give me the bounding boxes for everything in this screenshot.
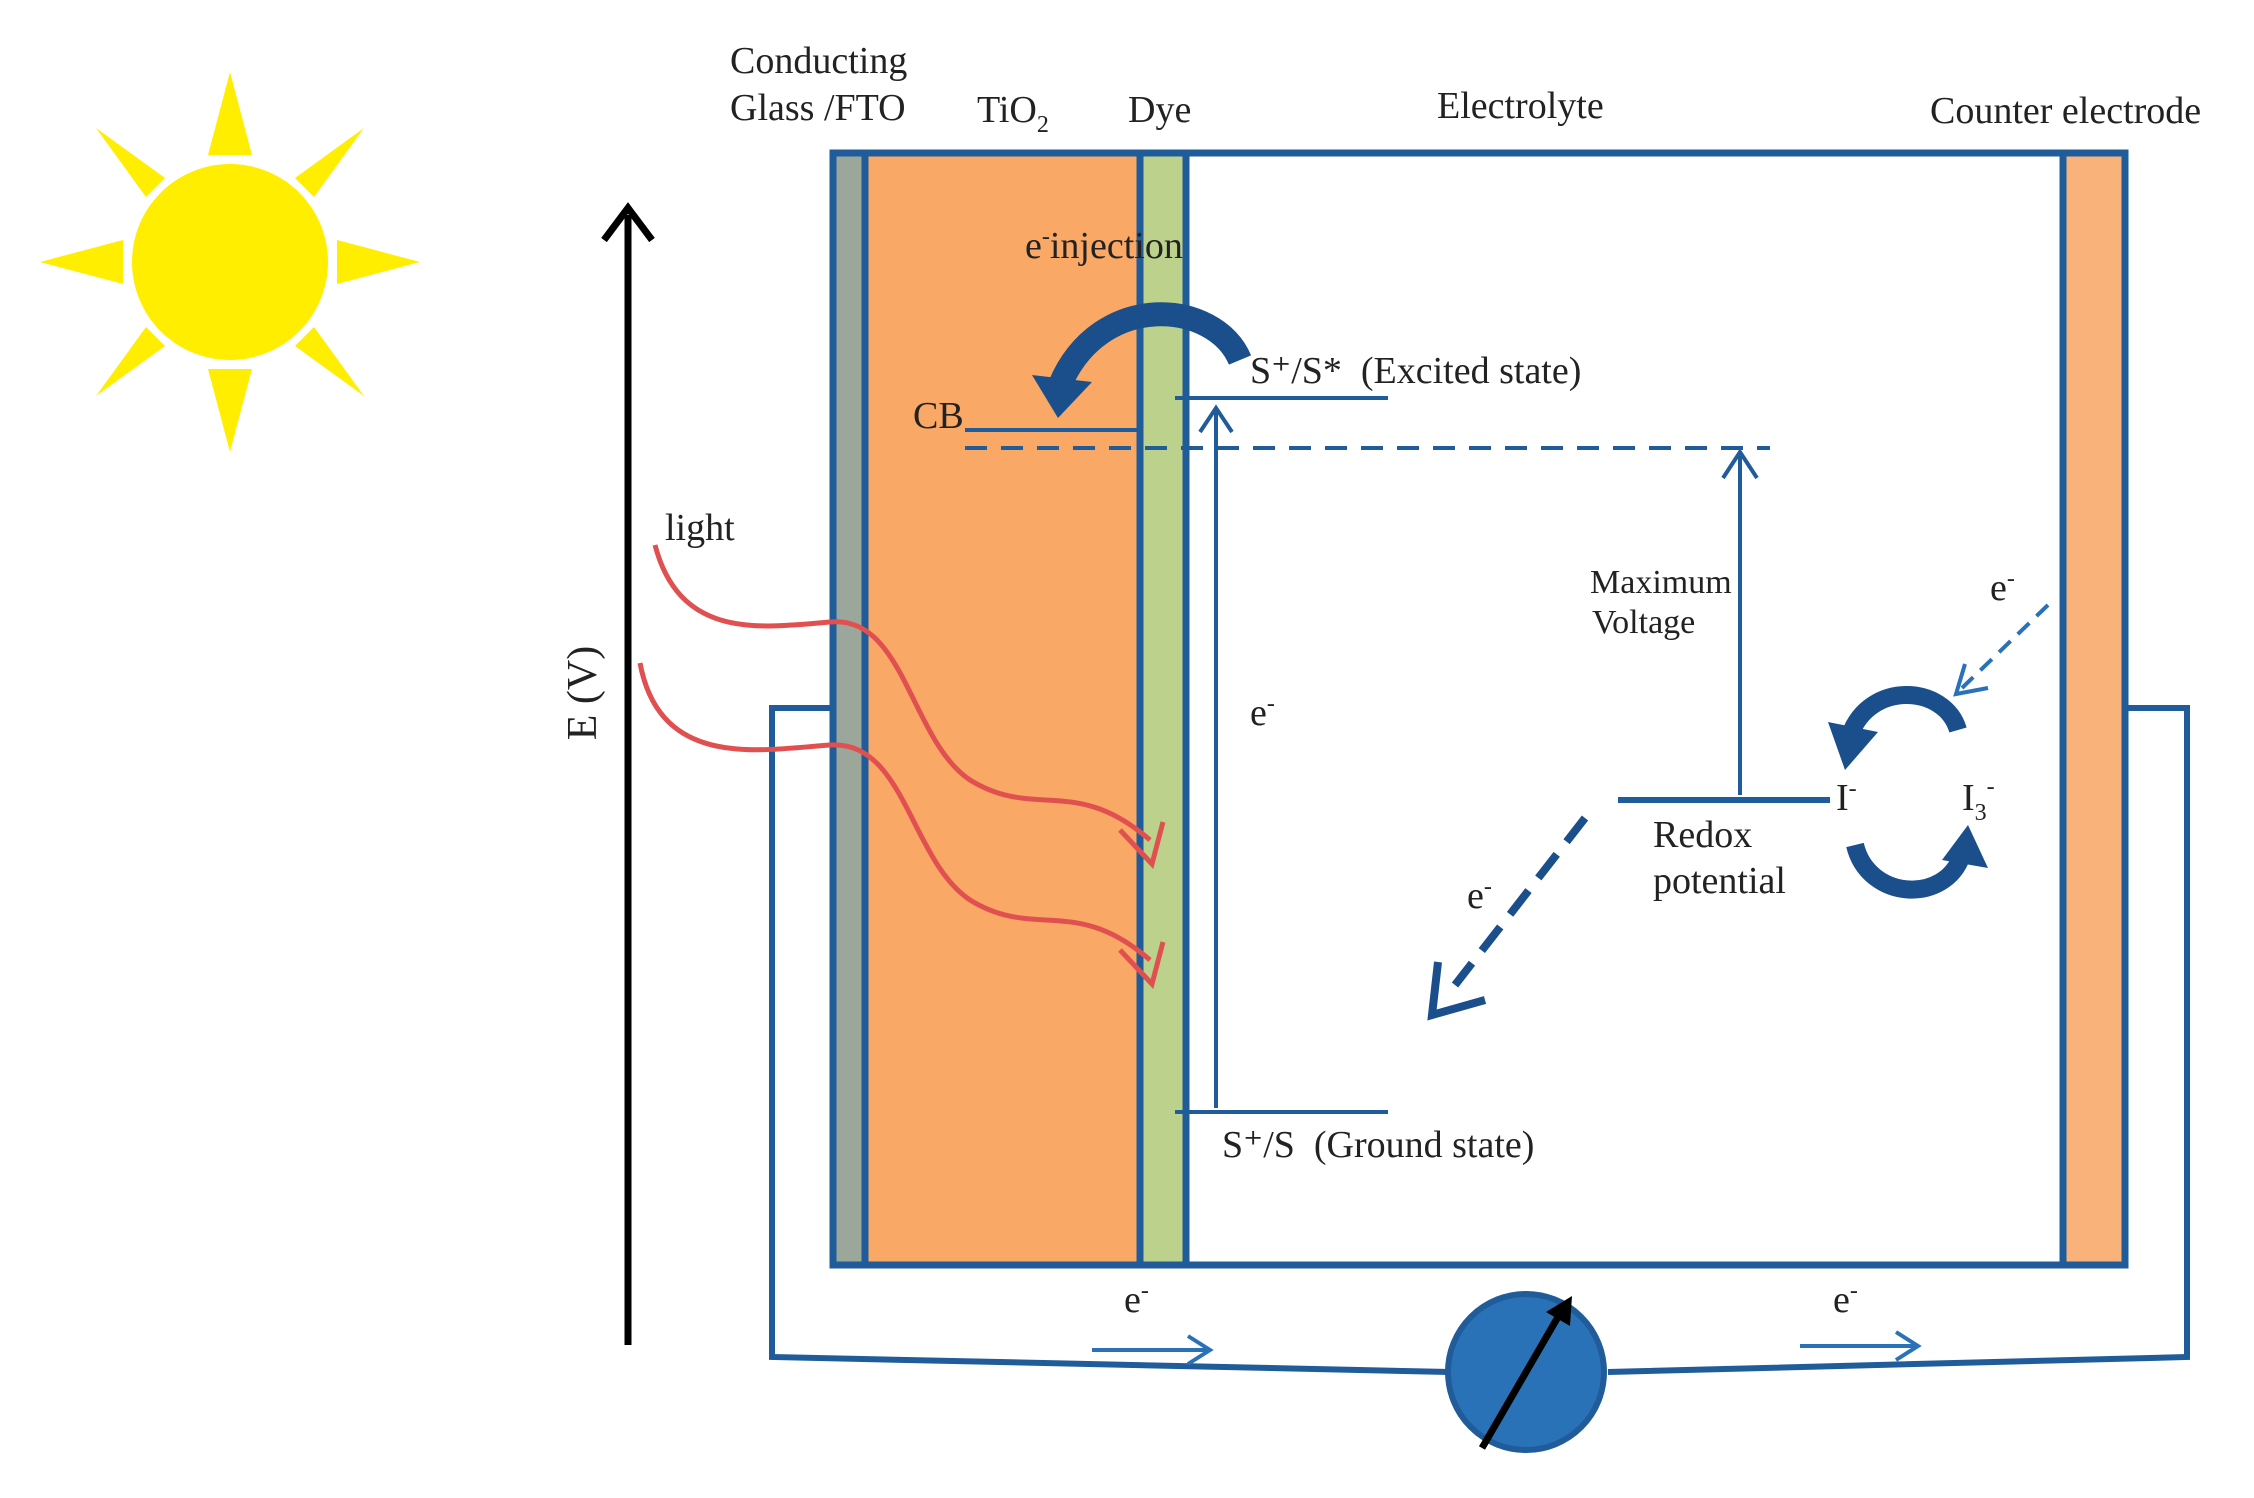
external-electron-arrow-left xyxy=(1092,1334,1214,1366)
counter-electrode-label: Counter electrode xyxy=(1930,90,2201,132)
external-electron-label-left: e- xyxy=(1124,1278,1149,1321)
regeneration-arrow xyxy=(1427,815,1589,1021)
glass-fto-label: Glass /FTO xyxy=(730,87,906,129)
conducting-glass-layer xyxy=(833,153,865,1265)
cb-label: CB xyxy=(913,395,964,437)
light-label: light xyxy=(665,507,735,549)
counter-electron-arrow xyxy=(1953,603,2050,697)
excited-state-label: S⁺/S* (Excited state) xyxy=(1250,350,1581,392)
maximum-voltage-label-2: Voltage xyxy=(1592,604,1695,641)
maximum-voltage-label-1: Maximum xyxy=(1590,564,1732,601)
dye-layer xyxy=(1140,153,1186,1265)
sun-icon xyxy=(40,72,420,452)
external-electron-label-right: e- xyxy=(1833,1278,1858,1321)
maximum-voltage-arrow xyxy=(1721,448,1759,795)
injection-label: e-injection xyxy=(1025,224,1183,267)
redox-label-1: Redox xyxy=(1653,814,1752,856)
redox-cycle-icon xyxy=(1828,686,1988,899)
dye-label: Dye xyxy=(1128,89,1191,131)
triiodide-label: I3- xyxy=(1962,774,1995,826)
tio2-layer xyxy=(865,153,1140,1265)
injection-arrow xyxy=(1032,302,1252,418)
cell-frame xyxy=(829,149,2129,1269)
excitation-electron-label: e- xyxy=(1250,691,1275,734)
electrolyte-label: Electrolyte xyxy=(1437,85,1604,127)
conducting-label: Conducting xyxy=(730,40,907,82)
tio2-label: TiO2 xyxy=(977,89,1049,138)
excitation-arrow xyxy=(1198,404,1234,1108)
iodide-label: I- xyxy=(1836,776,1857,819)
counter-electron-label: e- xyxy=(1990,566,2015,609)
counter-electrode-layer xyxy=(2063,153,2125,1265)
external-circuit xyxy=(769,705,2190,1375)
external-electron-arrow-right xyxy=(1800,1330,1922,1362)
ammeter-icon xyxy=(1445,1291,1607,1453)
light-rays xyxy=(637,544,1166,990)
energy-axis xyxy=(601,202,655,1345)
ground-state-label: S⁺/S (Ground state) xyxy=(1222,1124,1534,1166)
energy-axis-label: E (V) xyxy=(560,646,606,740)
regeneration-electron-label: e- xyxy=(1467,874,1492,917)
redox-label-2: potential xyxy=(1653,860,1786,902)
